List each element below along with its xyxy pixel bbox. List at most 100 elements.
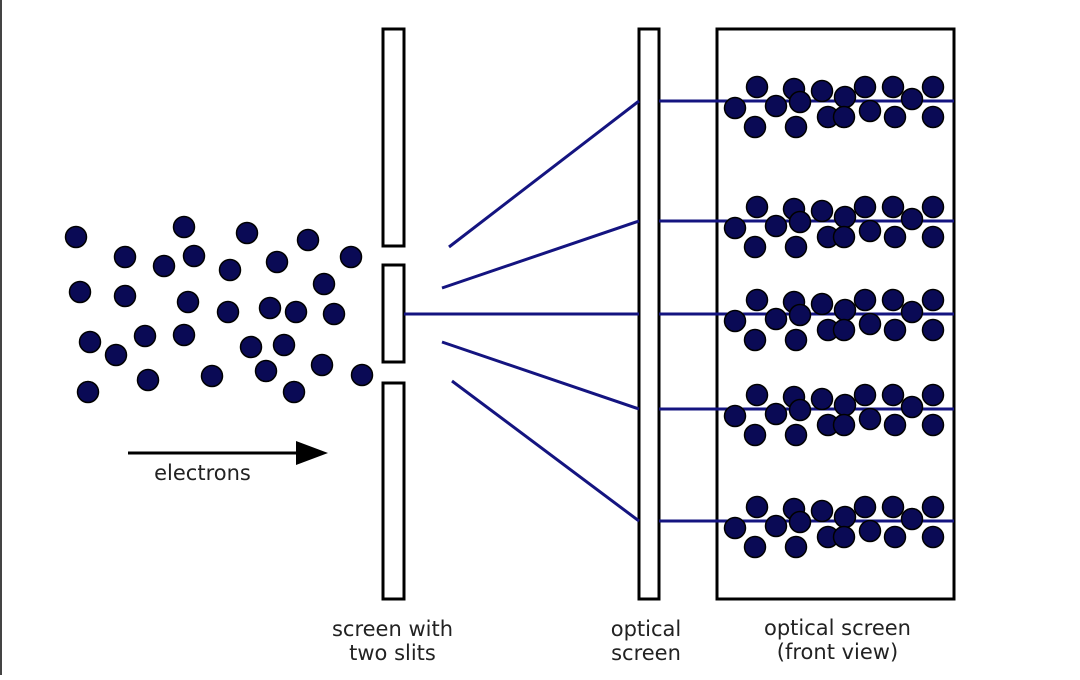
detected-electron-dot [921,225,945,249]
slit-screen-label-line1: screen with [331,617,454,641]
electron-dot [239,335,263,359]
detected-electron-dot [853,288,877,312]
detected-electron-dot [723,216,747,240]
electron-dot [64,225,88,249]
detected-electron-dot [764,214,788,238]
detected-electron-dot [921,383,945,407]
electron-dot [68,280,92,304]
detected-electron-dot [745,195,769,219]
detected-electron-dot [810,499,834,523]
detected-electron-dot [858,407,882,431]
detected-electron-dot [745,75,769,99]
electron-dot [310,353,334,377]
front-view-label-line1: optical screen [764,616,911,640]
detected-electron-dot [900,395,924,419]
detected-electron-dot [883,525,907,549]
detected-electron-dot [832,525,856,549]
detected-electron-dot [723,516,747,540]
detected-electron-dot [858,99,882,123]
detected-electron-dot [723,309,747,333]
detected-electron-dot [743,535,767,559]
detected-electron-dot [784,423,808,447]
optical-screen-label-line1: optical [610,617,682,641]
detected-electron-dot [921,495,945,519]
detected-electron-dot [833,85,857,109]
detected-electron-dot [764,307,788,331]
detected-electron-dot [881,495,905,519]
ray-line [441,340,640,411]
detected-electron-dot [764,402,788,426]
detected-electron-dot [921,195,945,219]
detected-electron-dot [853,495,877,519]
electron-dot [284,300,308,324]
detected-electron-dot [743,328,767,352]
detected-electron-dot [921,288,945,312]
detected-electron-dot [784,235,808,259]
detected-electron-dot [788,510,812,534]
slit-screen-middle-bar [381,263,406,364]
electron-dot [272,333,296,357]
electron-dot [339,245,363,269]
electron-dot [113,245,137,269]
detected-electron-dot [723,404,747,428]
detected-electron-dot [723,96,747,120]
detected-electron-dot [881,75,905,99]
detected-electron-dot [883,413,907,437]
detected-electron-dot [881,288,905,312]
detected-electron-dot [764,514,788,538]
detected-electron-dot [900,87,924,111]
electron-dot [113,284,137,308]
electron-dot [296,228,320,252]
electrons-arrow-head [296,441,328,465]
detected-electron-dot [858,519,882,543]
electron-dot [350,363,374,387]
detected-electron-dot [832,413,856,437]
electron-dot [265,250,289,274]
electron-dot [133,324,157,348]
detected-electron-dot [743,115,767,139]
detected-electron-dot [788,398,812,422]
slit-screen-top-bar [381,27,406,248]
detected-electron-dot [810,292,834,316]
detected-electron-dot [832,105,856,129]
electron-dot [136,368,160,392]
detected-electron-dot [883,105,907,129]
electron-dot [172,215,196,239]
detected-electron-dot [921,318,945,342]
detected-electron-dot [745,383,769,407]
front-view-label-line2: (front view) [776,640,899,664]
detected-electron-dot [784,115,808,139]
detected-electron-dot [900,507,924,531]
electron-dot [216,300,240,324]
detected-electron-dot [921,105,945,129]
detected-electron-dot [900,207,924,231]
detected-electron-dot [858,219,882,243]
optical-screen-bar [637,27,661,601]
detected-electron-dot [853,75,877,99]
electron-dot [218,258,242,282]
detected-electron-dot [921,75,945,99]
electron-dot [76,380,100,404]
detected-electron-dot [743,235,767,259]
detected-electron-dot [833,505,857,529]
electron-dot [176,290,200,314]
electron-dot [312,272,336,296]
detected-electron-dot [743,423,767,447]
electron-dot [104,343,128,367]
electron-dot [78,330,102,354]
detected-electron-dot [853,383,877,407]
detected-electron-dot [858,312,882,336]
detected-electron-dot [833,205,857,229]
detected-electron-dot [810,79,834,103]
electron-dot [235,221,259,245]
detected-electron-dot [764,94,788,118]
detected-electron-dot [881,195,905,219]
detected-electron-dot [810,387,834,411]
detected-electron-dot [883,225,907,249]
detected-electron-dot [833,298,857,322]
electron-dot [258,296,282,320]
detected-electron-dot [853,195,877,219]
detected-electron-dot [832,318,856,342]
